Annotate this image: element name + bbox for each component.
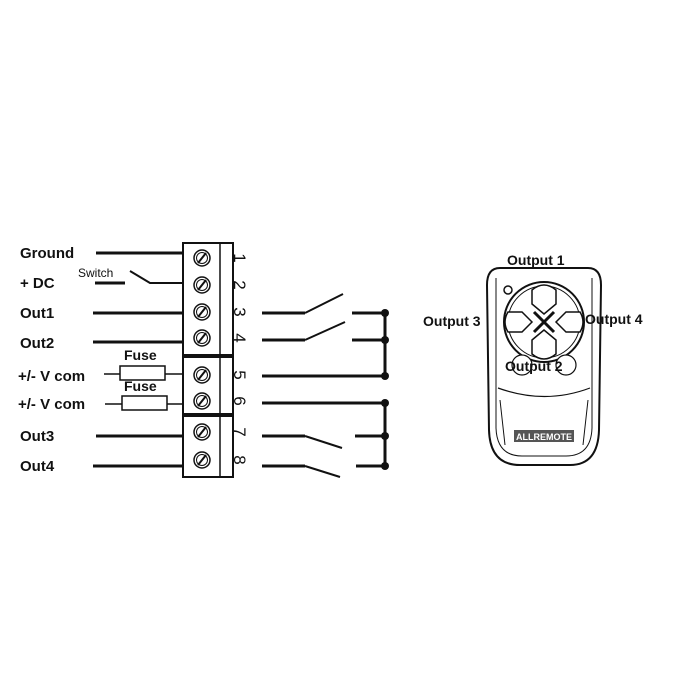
terminal-number: 3 — [230, 307, 249, 316]
remote-control: ALLREMOTE Output 1 Output 2 Output 3 Out… — [423, 252, 643, 466]
terminal-screw — [193, 392, 211, 410]
button-output-4 — [554, 311, 584, 333]
button-output-2 — [531, 329, 557, 360]
input-labels: Ground + DC Out1 Out2 +/- V com +/- V co… — [18, 245, 157, 475]
label-vcom-2: +/- V com — [18, 396, 85, 413]
terminal-screw — [193, 329, 211, 347]
label-out3: Out3 — [20, 428, 54, 445]
label-out1: Out1 — [20, 305, 54, 322]
terminal-number: 1 — [230, 253, 249, 262]
terminal-number: 2 — [230, 280, 249, 289]
label-out2: Out2 — [20, 335, 54, 352]
output-wires — [262, 293, 389, 478]
label-output-4: Output 4 — [585, 311, 643, 327]
label-ground: Ground — [20, 245, 74, 262]
label-vcom-1: +/- V com — [18, 368, 85, 385]
terminal-screw — [193, 276, 211, 294]
terminal-number: 8 — [230, 455, 249, 464]
label-output-1: Output 1 — [507, 252, 565, 268]
terminal-block: 1 2 3 4 5 6 7 8 — [182, 242, 249, 478]
label-plus-dc: + DC — [20, 275, 55, 292]
terminal-screw — [193, 423, 211, 441]
label-out4: Out4 — [20, 458, 55, 475]
button-output-3 — [504, 311, 534, 333]
terminal-screw — [193, 366, 211, 384]
terminal-number: 4 — [230, 333, 249, 342]
label-output-3: Output 3 — [423, 313, 481, 329]
brand-logo-text: ALLREMOTE — [516, 432, 572, 442]
fuse-1 — [119, 365, 166, 381]
terminal-screw — [193, 303, 211, 321]
terminal-number: 5 — [230, 370, 249, 379]
terminal-screw — [193, 249, 211, 267]
fuse-2 — [121, 395, 168, 411]
brand-logo — [514, 430, 574, 442]
input-wires — [93, 251, 183, 468]
terminal-number: 7 — [230, 427, 249, 436]
label-fuse-1: Fuse — [124, 347, 157, 363]
label-fuse-2: Fuse — [124, 378, 157, 394]
button-output-1 — [531, 284, 557, 315]
label-output-2: Output 2 — [505, 358, 563, 374]
terminal-number: 6 — [230, 396, 249, 405]
terminal-screw — [193, 451, 211, 469]
label-switch: Switch — [78, 266, 113, 280]
